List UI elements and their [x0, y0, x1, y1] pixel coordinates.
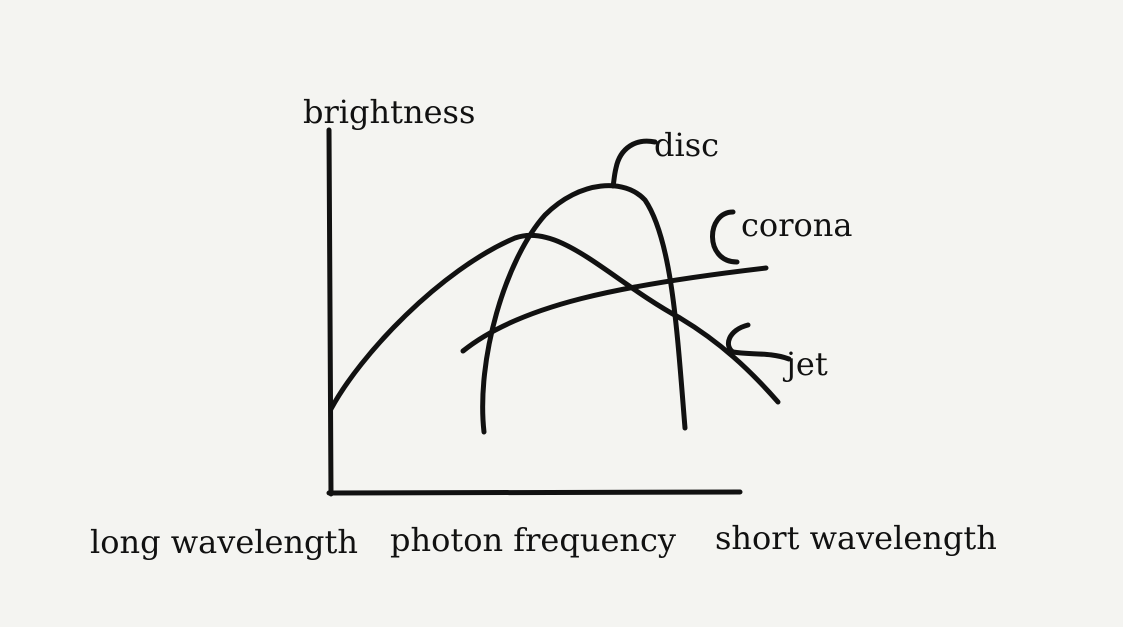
x-axis-label: photon frequency [390, 521, 676, 559]
jet-curve [328, 232, 781, 412]
disc-curve-label: disc [654, 126, 720, 164]
jet-pointer-arrow [726, 322, 792, 362]
x-right-label: short wavelength [715, 519, 997, 557]
disc-curve [480, 183, 688, 435]
x-left-label: long wavelength [90, 523, 358, 561]
y-axis-label: brightness [303, 93, 476, 131]
corona-bracket-mark [710, 209, 740, 265]
jet-curve-label: jet [786, 345, 828, 383]
corona-curve-label: corona [741, 206, 853, 244]
x-axis [326, 489, 743, 496]
y-axis [326, 127, 334, 497]
corona-curve [460, 265, 769, 354]
disc-pointer-arrow [610, 138, 658, 189]
